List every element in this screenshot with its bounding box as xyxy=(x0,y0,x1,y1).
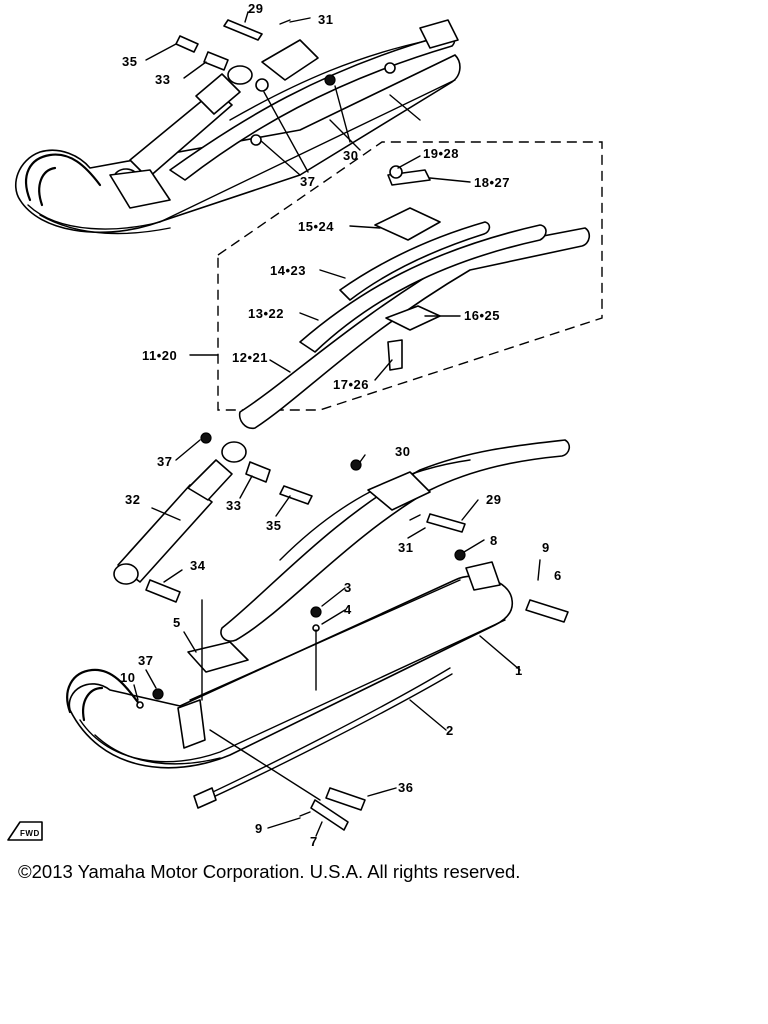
label-10: 10 xyxy=(120,670,135,685)
label-4: 4 xyxy=(344,602,352,617)
label-31-top: 31 xyxy=(318,12,333,27)
label-33-top: 33 xyxy=(155,72,170,87)
ski-exploded-lower xyxy=(66,432,571,837)
label-8: 8 xyxy=(490,533,498,548)
label-35-mid: 35 xyxy=(266,518,281,533)
label-17-26: 17•26 xyxy=(333,377,369,392)
label-19-28: 19•28 xyxy=(423,146,459,161)
label-16-25: 16•25 xyxy=(464,308,500,323)
label-31-mid: 31 xyxy=(398,540,413,555)
label-18-27: 18•27 xyxy=(474,175,510,190)
label-36: 36 xyxy=(398,780,413,795)
ski-assembly-exploded-diagram: FWD 29 31 35 33 30 37 19•28 18•27 15•24 … xyxy=(7,1,603,849)
label-14-23: 14•23 xyxy=(270,263,306,278)
label-29-mid: 29 xyxy=(486,492,501,507)
leaf-spring-exploded xyxy=(189,141,603,430)
label-33-mid: 33 xyxy=(226,498,241,513)
label-30-top: 30 xyxy=(343,148,358,163)
label-6: 6 xyxy=(554,568,562,583)
label-15-24: 15•24 xyxy=(298,219,334,234)
label-5: 5 xyxy=(173,615,181,630)
forward-direction-badge: FWD xyxy=(7,821,43,841)
assembled-ski-top xyxy=(15,11,461,235)
label-29-top: 29 xyxy=(248,1,263,16)
label-37-low: 37 xyxy=(138,653,153,668)
svg-text:FWD: FWD xyxy=(20,829,40,838)
label-13-22: 13•22 xyxy=(248,306,284,321)
label-7: 7 xyxy=(310,834,318,849)
label-37-mid: 37 xyxy=(157,454,172,469)
label-1: 1 xyxy=(515,663,523,678)
label-9-low: 9 xyxy=(255,821,263,836)
label-34: 34 xyxy=(190,558,206,573)
label-12-21: 12•21 xyxy=(232,350,268,365)
label-35-top: 35 xyxy=(122,54,137,69)
label-37-top: 37 xyxy=(300,174,315,189)
copyright-notice: ©2013 Yamaha Motor Corporation. U.S.A. A… xyxy=(18,861,521,882)
part-labels: 29 31 35 33 30 37 19•28 18•27 15•24 14•2… xyxy=(120,1,562,849)
label-30-mid: 30 xyxy=(395,444,410,459)
label-2: 2 xyxy=(446,723,454,738)
label-32: 32 xyxy=(125,492,140,507)
label-11-20: 11•20 xyxy=(142,348,177,363)
label-3: 3 xyxy=(344,580,352,595)
label-9-right: 9 xyxy=(542,540,550,555)
